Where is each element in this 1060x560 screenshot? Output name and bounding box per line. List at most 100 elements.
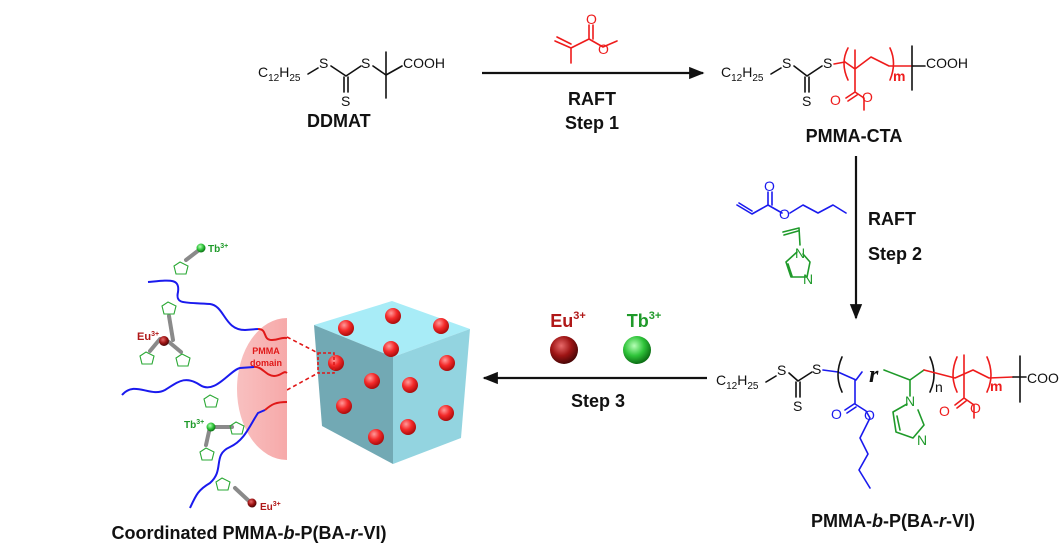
tb-ion-label: Tb3+	[627, 310, 662, 331]
step-2-method: RAFT	[868, 209, 916, 229]
ba-carbonyl-oxygen: O	[764, 178, 775, 194]
eu-ion-node-label-2: Eu3+	[260, 501, 281, 513]
pmma-sphere	[385, 308, 401, 324]
bcp-pmma-ester-oxygen: O	[970, 400, 981, 416]
pmma-sphere	[368, 429, 384, 445]
coordinated-label: Coordinated PMMA-b-P(BA-r-VI)	[112, 523, 387, 543]
pmma-cta-carbonyl-oxygen: O	[830, 92, 841, 108]
random-marker: r	[869, 362, 879, 388]
pmma-segment-3	[264, 401, 288, 411]
imidazole-ring	[161, 301, 177, 315]
pmma-cta-repeat-m: m	[893, 68, 905, 84]
pmma-sphere	[438, 405, 454, 421]
pmma-domain-label-2: domain	[250, 358, 282, 368]
pmma-cta-alkyl-chain: C12H25	[721, 64, 764, 84]
pmma-cta-repeat-bracket-left	[843, 47, 849, 81]
pmma-cta-repeat-bracket-right	[889, 47, 895, 81]
pmma-cta-structure: C12H25 S S S m O O COOH PMMA-CTA	[721, 45, 968, 146]
imidazole-ring	[215, 477, 231, 491]
pmma-sphere	[364, 373, 380, 389]
bcp-bracket-m-left	[952, 356, 958, 393]
tb-ion-sphere	[623, 336, 651, 364]
vi-n1: N	[795, 245, 805, 261]
pmma-sphere	[402, 377, 418, 393]
bcp-repeat-m: m	[990, 378, 1002, 394]
tb-ion-node	[196, 243, 206, 253]
pmma-sphere	[383, 341, 399, 357]
bcp-ba-carbonyl-oxygen: O	[831, 406, 842, 422]
vi-n3: N	[803, 271, 813, 287]
pmma-domain-label-1: PMMA	[252, 346, 280, 356]
step-3: Eu3+ Tb3+ Step 3	[482, 310, 707, 411]
bcp-alkyl-chain: C12H25	[716, 372, 759, 392]
bcp-vi-n3: N	[917, 432, 927, 448]
bcp-bracket-n-right	[929, 356, 935, 393]
pmma-sphere	[338, 320, 354, 336]
step-1-method: RAFT	[568, 89, 616, 109]
mma-oxygen: O	[598, 41, 609, 57]
ddmat-label: DDMAT	[307, 111, 371, 131]
pmma-cta-thione-sulfur: S	[802, 93, 811, 109]
imidazole-ring	[139, 351, 155, 365]
pmma-spheres	[328, 308, 455, 445]
step-2: O O N N RAFT Step 2	[736, 156, 922, 320]
tb-ion-node-label: Tb3+	[208, 243, 228, 255]
mma-carbonyl-oxygen: O	[586, 11, 597, 27]
coordinated-network-cartoon: PMMA domain	[112, 243, 387, 543]
zoom-callout-line-bottom	[286, 372, 319, 391]
pmma-sphere	[400, 419, 416, 435]
eu-ion-node-label: Eu3+	[137, 331, 159, 343]
zoom-selection-box	[317, 352, 335, 374]
vinylimidazole-monomer	[782, 227, 811, 278]
step-1: O O RAFT Step 1	[482, 11, 705, 133]
polymer-chain-1	[147, 279, 259, 332]
bcp-thione-sulfur: S	[793, 398, 802, 414]
polymer-chain-3	[189, 409, 266, 509]
pmma-cta-label: PMMA-CTA	[806, 126, 903, 146]
ba-ester-oxygen: O	[779, 206, 790, 222]
butyl-acrylate-monomer	[736, 191, 847, 215]
pmma-cta-cooh: COOH	[926, 55, 968, 71]
pmma-cta-ester-oxygen: O	[862, 89, 873, 105]
pmma-segment-1	[257, 328, 288, 342]
eu-ion-sphere	[550, 336, 578, 364]
tb-ion-node	[206, 422, 216, 432]
bcp-bracket-n-left	[837, 356, 843, 393]
pmma-sphere	[336, 398, 352, 414]
ddmat-alkyl-chain: C12H25	[258, 64, 301, 84]
pmma-cta-sulfur-2: S	[823, 55, 832, 71]
pmma-sphere	[433, 318, 449, 334]
step-3-label: Step 3	[571, 391, 625, 411]
phase-separated-cube	[286, 301, 470, 464]
bcp-pmma-carbonyl-oxygen: O	[939, 403, 950, 419]
pmma-domain	[237, 318, 287, 460]
cube-top-face	[314, 301, 470, 357]
pmma-segment-2	[253, 365, 288, 378]
bcp-repeat-n: n	[935, 379, 943, 395]
imidazole-ring	[173, 261, 189, 275]
block-copolymer-structure: C12H25 S S S O O r N N n m O O COO PMMA-…	[716, 354, 1059, 531]
eu-ion-label: Eu3+	[550, 310, 586, 331]
bcp-bracket-m-right	[986, 356, 992, 393]
pmma-sphere	[328, 355, 344, 371]
imidazole-ring	[199, 447, 215, 461]
block-copolymer-label: PMMA-b-P(BA-r-VI)	[811, 511, 975, 531]
pmma-cta-sulfur-1: S	[782, 55, 791, 71]
step-1-label: Step 1	[565, 113, 619, 133]
pmma-sphere	[439, 355, 455, 371]
bcp-end-group: COO	[1027, 370, 1059, 386]
ddmat-sulfur-1: S	[319, 55, 328, 71]
ddmat-structure: C12H25 S S S COOH DDMAT	[258, 51, 445, 131]
zoom-callout-line-top	[286, 336, 319, 354]
mma-monomer	[554, 24, 618, 64]
imidazole-ring	[203, 394, 219, 408]
eu-ion-node	[247, 498, 257, 508]
ddmat-thione-sulfur: S	[341, 93, 350, 109]
bcp-vi-n1: N	[905, 393, 915, 409]
bcp-ba-ester-oxygen: O	[864, 407, 875, 423]
bcp-sulfur-2: S	[812, 361, 821, 377]
imidazole-ligands	[139, 261, 245, 491]
eu-ion-node	[159, 336, 169, 346]
imidazole-ring	[175, 353, 191, 367]
imidazole-ring	[229, 421, 245, 435]
